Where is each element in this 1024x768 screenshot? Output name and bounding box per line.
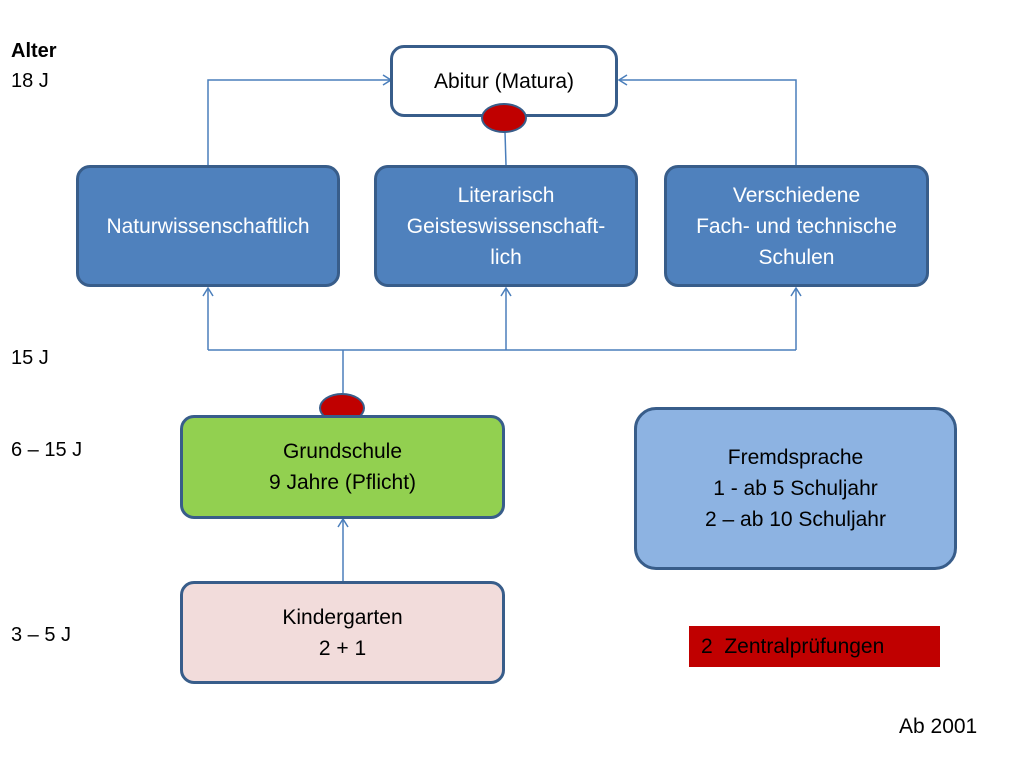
grundschule-box: Grundschule 9 Jahre (Pflicht) — [180, 415, 505, 519]
age-18: 18 J — [11, 70, 49, 92]
footer-year: Ab 2001 — [899, 715, 978, 738]
literarisch-line1: Literarisch — [457, 183, 555, 207]
fremdsprache-line2: 1 - ab 5 Schuljahr — [713, 477, 878, 500]
abitur-label: Abitur (Matura) — [433, 69, 575, 93]
literarisch-line2: Geisteswissenschaft- — [406, 214, 606, 238]
connector-natur-abitur — [207, 74, 393, 165]
naturwissenschaftlich-box: Naturwissenschaftlich — [76, 165, 340, 287]
naturwissenschaftlich-label: Naturwissenschaftlich — [106, 214, 310, 238]
connector-literarisch-abitur — [504, 131, 507, 166]
literarisch-line3: lich — [490, 245, 522, 269]
connector-fach-abitur — [617, 74, 797, 165]
kindergarten-line1: Kindergarten — [282, 605, 403, 629]
kindergarten-box: Kindergarten 2 + 1 — [180, 581, 505, 684]
fachschulen-line2: Fach- und technische — [696, 214, 897, 238]
exam-legend: 2 Zentralprüfungen — [689, 626, 940, 667]
fachschulen-line3: Schulen — [758, 245, 835, 269]
age-3-5: 3 – 5 J — [11, 624, 72, 646]
fremdsprache-line3: 2 – ab 10 Schuljahr — [705, 508, 886, 531]
fremdsprache-box: Fremdsprache 1 - ab 5 Schuljahr 2 – ab 1… — [634, 407, 957, 570]
fremdsprache-line1: Fremdsprache — [727, 446, 864, 469]
grundschule-line2: 9 Jahre (Pflicht) — [268, 471, 417, 494]
literarisch-box: Literarisch Geisteswissenschaft- lich — [374, 165, 638, 287]
fachschulen-line1: Verschiedene — [732, 183, 861, 207]
age-header: Alter — [11, 40, 57, 62]
age-15: 15 J — [11, 347, 49, 369]
fachschulen-box: Verschiedene Fach- und technische Schule… — [664, 165, 929, 287]
exam-marker-abitur — [481, 103, 527, 133]
kindergarten-line2: 2 + 1 — [318, 636, 367, 660]
age-6-15: 6 – 15 J — [11, 439, 83, 461]
grundschule-line1: Grundschule — [282, 440, 403, 463]
